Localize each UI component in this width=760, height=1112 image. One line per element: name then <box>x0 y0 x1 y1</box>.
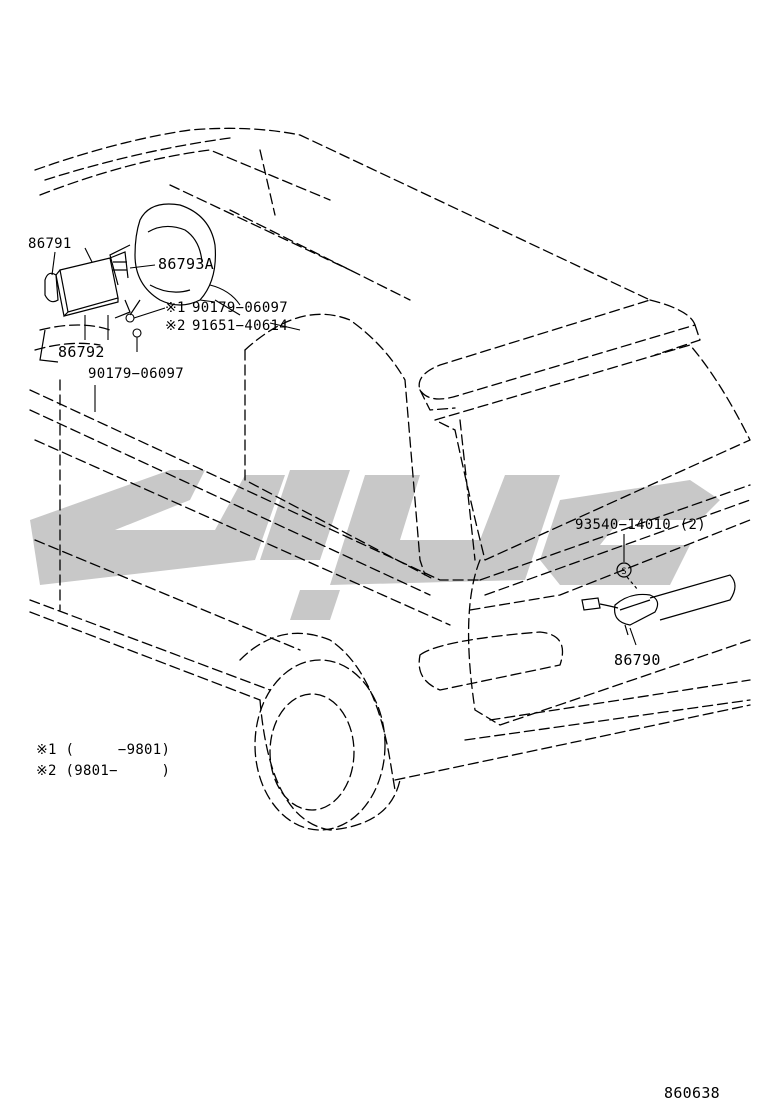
note-1: ※1 ( −9801) <box>36 742 171 758</box>
display-unit <box>39 251 131 363</box>
vehicle-outline <box>29 127 751 831</box>
part-number-90179-06097: 90179−06097 <box>88 366 185 382</box>
rear-light-assembly <box>581 562 736 636</box>
part-number-86792: 86792 <box>58 343 105 361</box>
leader-lines <box>51 247 637 646</box>
part-number-93540-14010: 93540−14010 (2) <box>575 517 706 533</box>
s-mark: S <box>621 567 626 577</box>
part-number-90179-06097-bullet1: 90179−06097 <box>192 300 289 316</box>
bullet1-prefix: ※1 <box>165 300 186 316</box>
diagram-id: 860638 <box>664 1084 720 1102</box>
hardware <box>125 307 166 352</box>
part-number-86793a: 86793A <box>158 255 214 273</box>
part-number-91651-40614: 91651−40614 <box>192 318 289 334</box>
watermark-logo <box>30 470 720 620</box>
bullet2-prefix: ※2 <box>165 318 186 334</box>
part-number-86790: 86790 <box>614 651 661 669</box>
note-2: ※2 (9801− ) <box>36 763 171 779</box>
part-number-86791: 86791 <box>28 236 72 252</box>
